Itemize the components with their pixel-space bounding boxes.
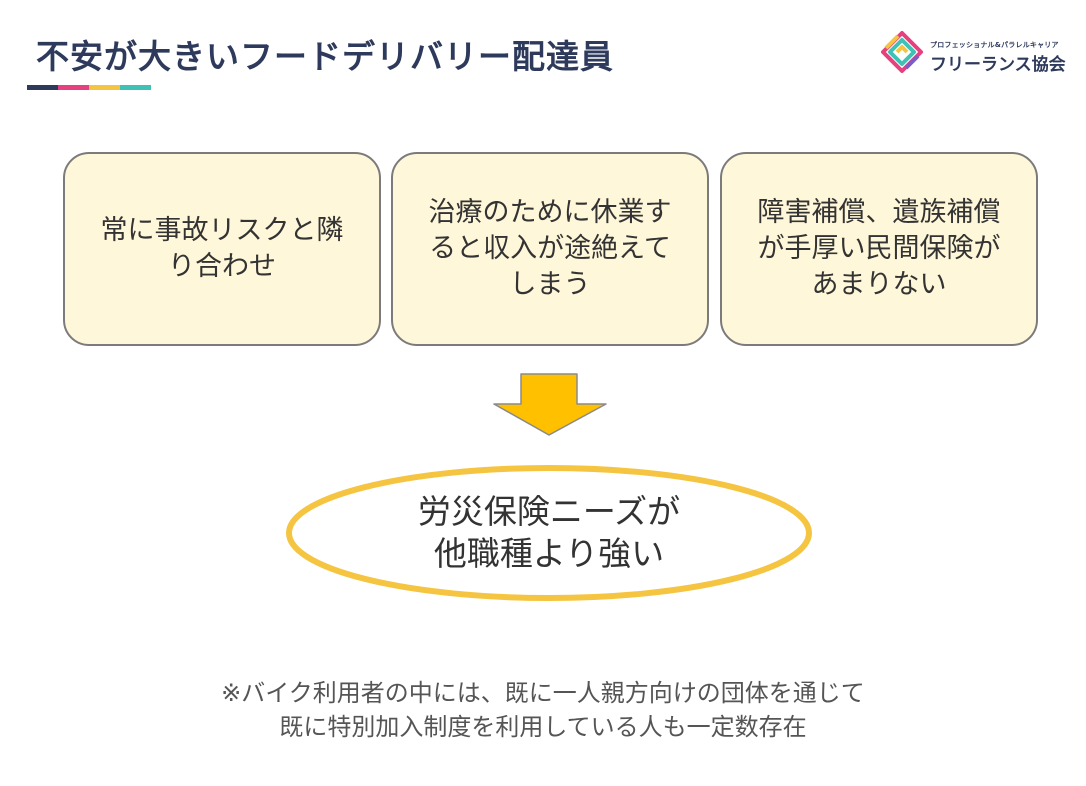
concern-box-accident-risk: 常に事故リスクと隣 り合わせ (63, 152, 381, 346)
association-logo: プロフェッショナル&パラレルキャリア フリーランス協会 (880, 28, 1070, 76)
accent-segment-yellow (89, 85, 120, 90)
accent-segment-teal (120, 85, 151, 90)
concern-line: ると収入が途絶えて (429, 233, 671, 264)
logo-tagline: プロフェッショナル&パラレルキャリア (930, 41, 1059, 49)
concern-text: 障害補償、遺族補償 が手厚い民間保険が あまりない (758, 195, 1001, 303)
conclusion-line: 労災保険ニーズが (417, 492, 681, 531)
footnote-line: ※バイク利用者の中には、既に一人親方向けの団体を通じて (221, 679, 865, 707)
concern-box-insurance-gap: 障害補償、遺族補償 が手厚い民間保険が あまりない (720, 152, 1038, 346)
concern-line: あまりない (811, 269, 947, 300)
conclusion-text: 労災保険ニーズが 他職種より強い (285, 464, 813, 602)
concern-text: 常に事故リスクと隣 り合わせ (101, 213, 344, 285)
concern-box-income-loss: 治療のために休業す ると収入が途絶えて しまう (391, 152, 709, 346)
concern-line: 障害補償、遺族補償 (757, 197, 1001, 228)
footnote: ※バイク利用者の中には、既に一人親方向けの団体を通じて 既に特別加入制度を利用し… (0, 676, 1086, 744)
accent-segment-navy (27, 85, 58, 90)
ellipse-outline (286, 465, 812, 601)
logo-name: フリーランス協会 (930, 55, 1066, 75)
concern-line: り合わせ (168, 251, 276, 282)
concern-line: 常に事故リスクと隣 (100, 215, 344, 246)
concern-text: 治療のために休業す ると収入が途絶えて しまう (429, 195, 672, 303)
logo-mark-icon (881, 31, 923, 73)
page-title: 不安が大きいフードデリバリー配達員 (36, 37, 614, 76)
down-arrow-icon (493, 373, 607, 436)
conclusion-line: 他職種より強い (433, 534, 665, 573)
footnote-line: 既に特別加入制度を利用している人も一定数存在 (279, 713, 807, 741)
concern-line: が手厚い民間保険が (757, 233, 1001, 264)
concern-line: しまう (509, 269, 591, 300)
conclusion-ellipse: 労災保険ニーズが 他職種より強い (285, 464, 813, 602)
title-accent-bar (27, 85, 151, 90)
accent-segment-pink (58, 85, 89, 90)
concern-line: 治療のために休業す (428, 197, 672, 228)
